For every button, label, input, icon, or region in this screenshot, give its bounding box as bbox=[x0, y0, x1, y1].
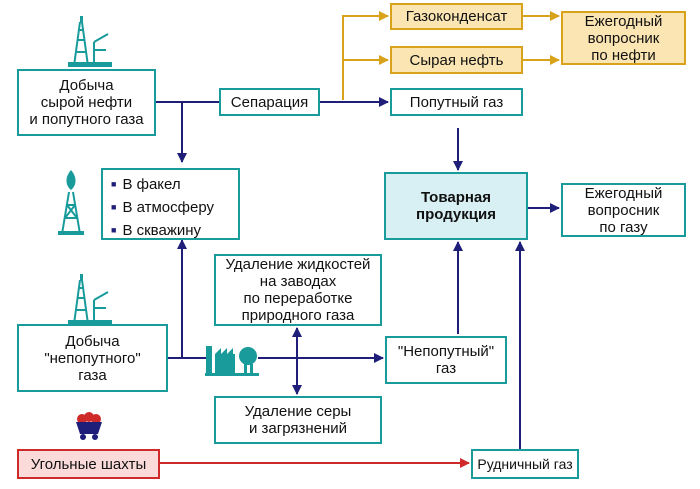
nonassoc-production-label: Добыча "непопутного" газа bbox=[44, 332, 141, 384]
separation-node: Сепарация bbox=[219, 88, 320, 116]
crude-oil-label: Сырая нефть bbox=[409, 51, 504, 69]
associated-gas-node: Попутный газ bbox=[390, 88, 523, 116]
coal-mines-node: Угольные шахты bbox=[17, 449, 160, 479]
list-item: В атмосферу bbox=[111, 199, 214, 218]
marketable-production-label: Товарная продукция bbox=[416, 189, 496, 223]
orange-arrows bbox=[342, 11, 560, 100]
mine-gas-node: Рудничный газ bbox=[471, 449, 579, 479]
liquids-removal-label: Удаление жидкостей на заводах по перераб… bbox=[225, 256, 371, 324]
disposal-list: В факел В атмосферу В скважину bbox=[111, 176, 214, 245]
gas-annual-questionnaire-label: Ежегодный вопросник по газу bbox=[584, 184, 663, 236]
oil-production-node: Добыча сырой нефти и попутного газа bbox=[17, 69, 156, 136]
list-item: В факел bbox=[111, 176, 214, 195]
oil-production-label: Добыча сырой нефти и попутного газа bbox=[29, 77, 144, 128]
oil-rig-icon bbox=[68, 16, 112, 67]
nonassoc-gas-node: "Непопутный" газ bbox=[385, 336, 507, 384]
crude-oil-node: Сырая нефть bbox=[390, 46, 523, 74]
gas-condensate-label: Газоконденсат bbox=[405, 8, 508, 25]
disposal-node: В факел В атмосферу В скважину bbox=[101, 168, 240, 240]
coal-cart-icon bbox=[76, 412, 102, 440]
nonassoc-gas-label: "Непопутный" газ bbox=[397, 343, 495, 377]
liquids-removal-node: Удаление жидкостей на заводах по перераб… bbox=[214, 254, 382, 326]
oil-rig-icon bbox=[68, 274, 112, 325]
gas-flare-icon bbox=[58, 170, 84, 235]
gas-plant-icon bbox=[205, 346, 259, 376]
list-item: В скважину bbox=[111, 222, 214, 241]
navy-arrows bbox=[156, 97, 560, 450]
nonassoc-production-node: Добыча "непопутного" газа bbox=[17, 324, 168, 392]
associated-gas-label: Попутный газ bbox=[409, 93, 504, 111]
sulfur-removal-label: Удаление серы и загрязнений bbox=[244, 403, 352, 437]
marketable-production-node: Товарная продукция bbox=[384, 172, 528, 240]
coal-mines-label: Угольные шахты bbox=[30, 455, 147, 473]
oil-annual-questionnaire-node: Ежегодный вопросник по нефти bbox=[561, 11, 686, 65]
oil-annual-questionnaire-label: Ежегодный вопросник по нефти bbox=[584, 12, 663, 64]
sulfur-removal-node: Удаление серы и загрязнений bbox=[214, 396, 382, 444]
gas-condensate-node: Газоконденсат bbox=[390, 3, 523, 30]
mine-gas-label: Рудничный газ bbox=[477, 455, 573, 472]
separation-label: Сепарация bbox=[230, 93, 309, 111]
gas-annual-questionnaire-node: Ежегодный вопросник по газу bbox=[561, 183, 686, 237]
